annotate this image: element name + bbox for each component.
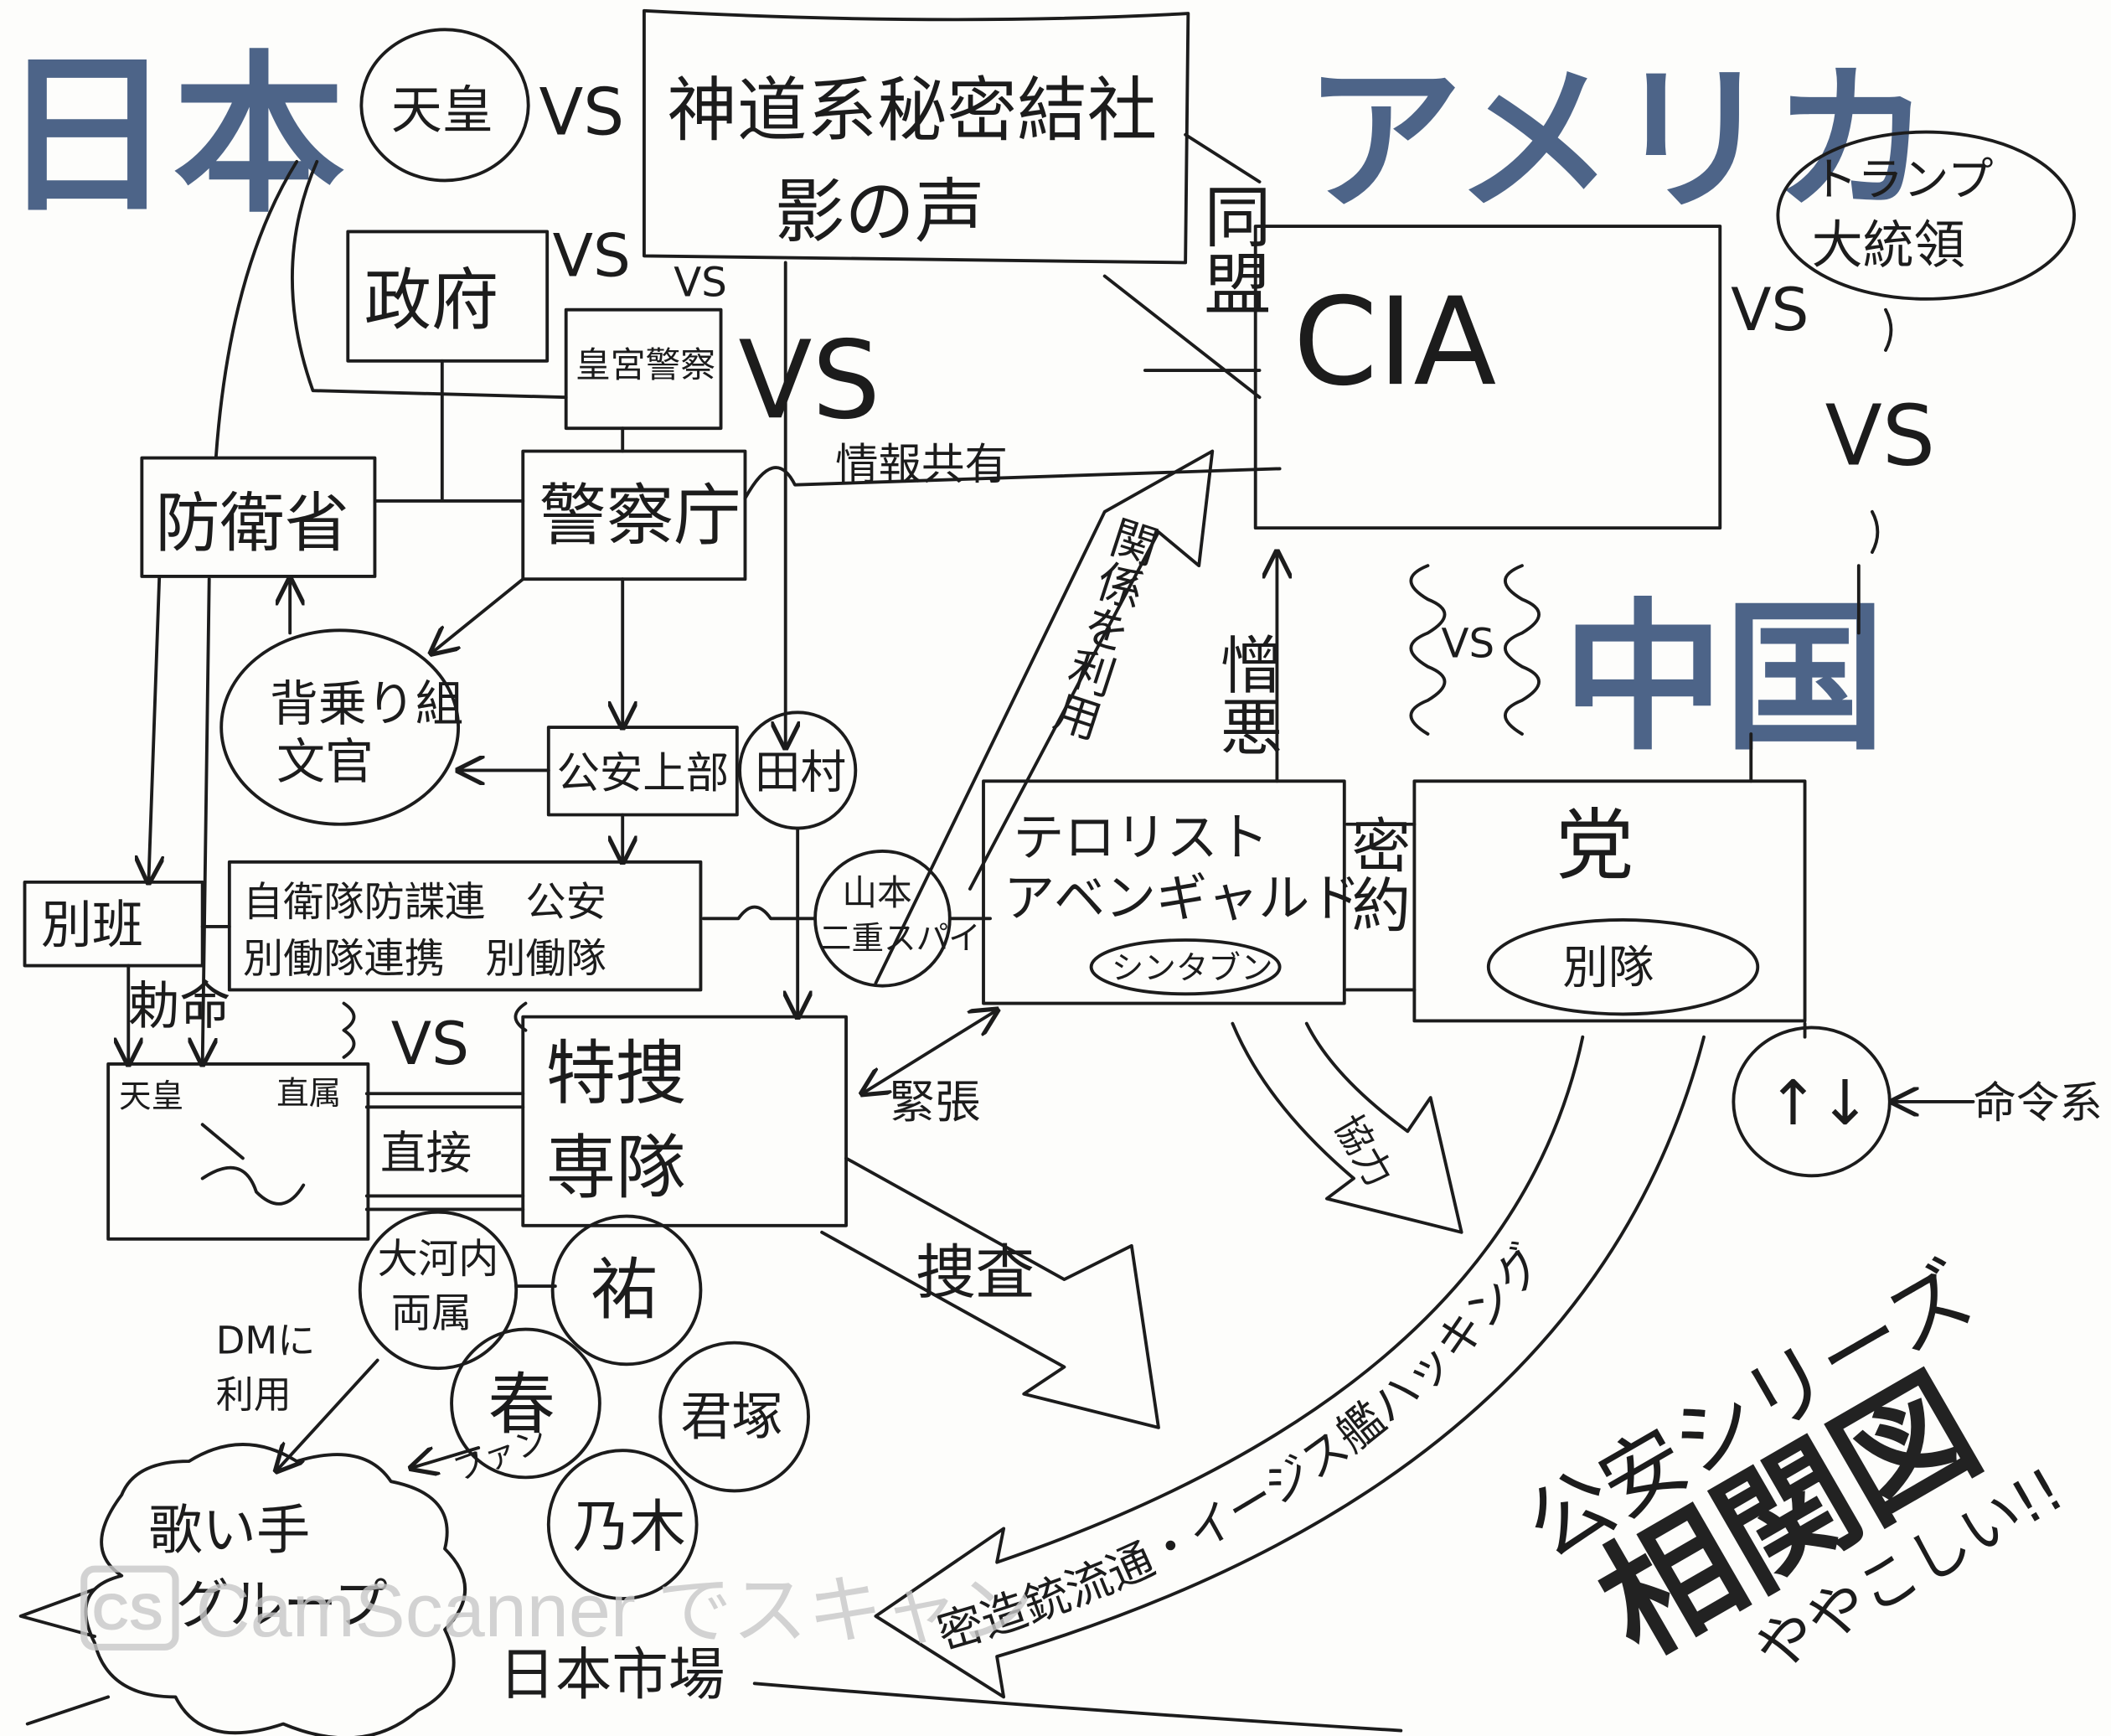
alliance-label: 同盟 [1193,182,1272,317]
svg-text:春: 春 [488,1365,555,1444]
svg-text:特捜: 特捜 [546,1032,686,1114]
vs-label: VS [1442,620,1495,667]
vs-label: VS [539,75,625,151]
node-yu: 祐 [550,1214,703,1367]
node-tamura: 田村 [738,710,858,830]
node-emperor-direct: 天皇 直属 [106,1062,370,1241]
svg-text:田村: 田村 [755,745,846,798]
node-special-squad: 特捜 専隊 [521,1015,848,1227]
svg-text:CamScanner でスキャン: CamScanner でスキャン [196,1569,1034,1653]
svg-text:直属: 直属 [276,1075,341,1113]
vs-label: VS [1825,387,1935,485]
svg-text:二重スパイ: 二重スパイ [819,920,981,958]
node-shinto-society: 神道系秘密結社 影の声 [642,8,1190,265]
svg-text:別隊: 別隊 [1562,940,1654,994]
node-haru: 春 [450,1327,601,1480]
svg-text:天皇: 天皇 [391,81,493,141]
intel-share-label: 情報共有 [835,440,1008,490]
node-backstab-group: 背乗り組 文官 [219,628,464,826]
svg-text:テロリスト: テロリスト [1013,809,1268,868]
svg-text:専隊: 専隊 [546,1127,686,1209]
svg-text:直接: 直接 [380,1126,472,1180]
hatred-label: 憎悪 [1210,633,1282,757]
node-trump: トランプ 大統領 [1776,130,2076,301]
node-terrorist: テロリスト アベンギャルド シンタブン [982,779,1360,1005]
svg-text:グループ: グループ [176,1573,388,1636]
vs-label: VS [1731,275,1809,344]
japan-market-label: 日本市場 [498,1641,725,1708]
command-chain-circle: ↑↓ [1732,1026,1892,1178]
vs-label: VS [391,1009,469,1078]
svg-text:乃木: 乃木 [573,1493,686,1559]
node-npa: 警察庁 [521,449,747,581]
node-emperor: 天皇 [359,28,530,183]
investigation-label: 捜査 [916,1237,1035,1307]
node-imperial-police: 皇宮警察 [564,307,723,431]
vs-label: VS [674,260,727,307]
svg-text:アベンギャルド: アベンギャルド [1004,869,1360,928]
svg-text:防衛省: 防衛省 [155,486,348,561]
svg-text:天皇: 天皇 [119,1077,183,1115]
node-okochi: 大河内 両属 [358,1210,519,1371]
svg-text:トランプ: トランプ [1812,152,1994,206]
svg-text:CIA: CIA [1293,272,1497,413]
node-beppan: 別班 [23,880,204,968]
svg-text:大河内: 大河内 [378,1236,499,1283]
vs-label: VS [738,318,880,443]
command-chain-label: 命令系 [1973,1078,2102,1129]
svg-text:公安上部: 公安上部 [556,748,729,798]
imperial-order-label: 勅命 [128,977,230,1036]
region-japan: 日本 [1,35,346,236]
svg-text:背乗り組: 背乗り組 [270,675,463,732]
node-government: 政府 [346,230,550,363]
svg-text:シンタブン: シンタブン [1112,950,1273,988]
vs-label: VS [553,221,631,291]
svg-text:文官: 文官 [276,733,374,790]
svg-text:↑↓: ↑↓ [1768,1067,1871,1139]
svg-text:CS: CS [92,1584,163,1640]
node-kimizuka: 君塚 [658,1341,810,1493]
svg-text:大統領: 大統領 [1812,215,1965,275]
node-defense-ministry: 防衛省 [140,456,377,578]
svg-text:山本: 山本 [842,872,912,913]
node-jsdf-unit: 自衛隊防諜連 公安 別働隊連携 別働隊 [227,860,703,992]
secret-pact-label: 密約 [1342,815,1412,933]
svg-text:別班: 別班 [41,896,143,955]
svg-text:神道系秘密結社: 神道系秘密結社 [667,70,1157,152]
svg-text:影の声: 影の声 [775,170,985,252]
dm-use-label: 利用 [216,1372,292,1417]
dm-use-label: DMに [216,1318,315,1362]
node-party: 党 別隊 [1412,779,1807,1023]
region-china: 中国 [1562,585,1886,772]
node-direct: 直接 [364,1092,525,1212]
svg-text:政府: 政府 [364,261,499,339]
svg-text:歌い手: 歌い手 [148,1500,310,1563]
node-cia: CIA [1253,225,1722,530]
svg-text:党: 党 [1556,800,1634,891]
svg-text:皇宮警察: 皇宮警察 [575,344,715,385]
node-singer-group: 歌い手 グループ [18,1443,467,1736]
use-relation-label: 関係を利用 [1042,510,1164,745]
svg-text:自衛隊防諜連 公安: 自衛隊防諜連 公安 [243,879,606,926]
svg-text:警察庁: 警察庁 [539,476,741,555]
svg-text:祐: 祐 [591,1250,658,1329]
title-block: 公安シリーズ 相関図 ややこしい!! [1510,1245,2075,1687]
node-nogi: 乃木 [546,1449,699,1600]
region-america: アメリカ [1304,48,1932,233]
svg-text:別働隊連携 別働隊: 別働隊連携 別働隊 [243,936,606,983]
node-public-security-top: 公安上部 [546,726,739,817]
tension-label: 緊張 [889,1075,980,1129]
camscanner-watermark: CS CamScanner でスキャン [80,1565,1034,1653]
svg-text:両属: 両属 [391,1289,472,1336]
svg-text:君塚: 君塚 [680,1387,782,1447]
